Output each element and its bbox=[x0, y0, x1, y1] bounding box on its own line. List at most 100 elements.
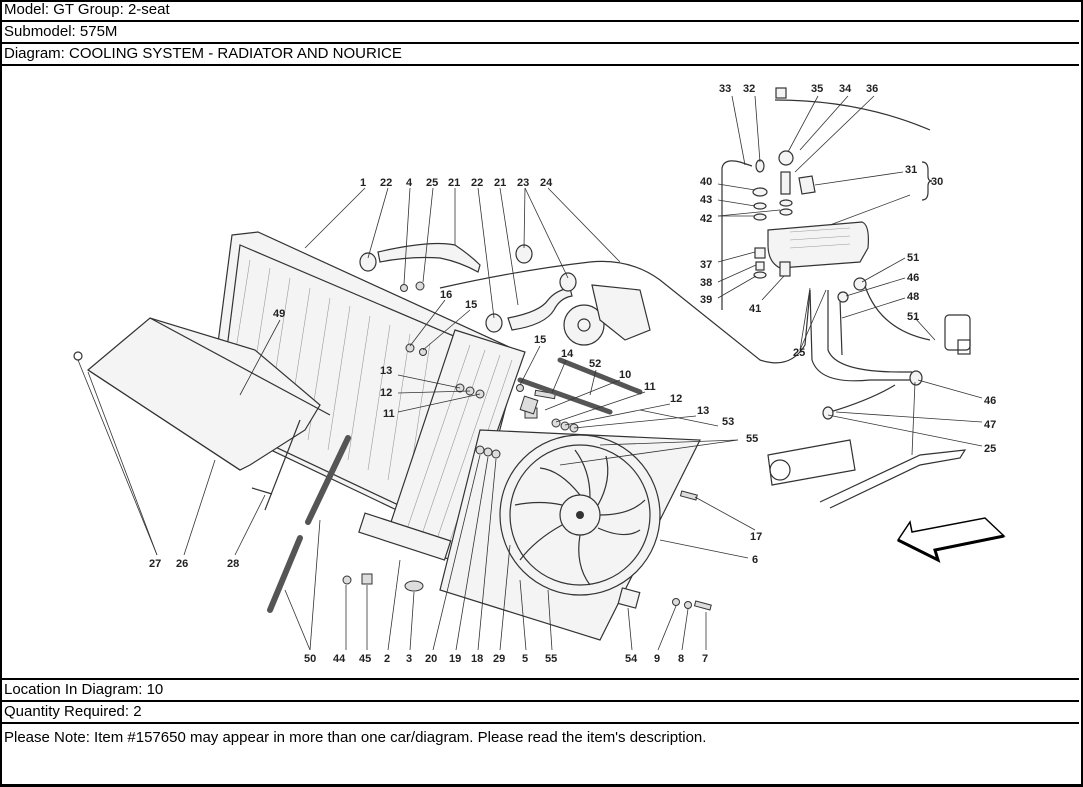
callout: 40 bbox=[700, 176, 712, 188]
callout: 4 bbox=[406, 177, 413, 189]
callout: 48 bbox=[907, 291, 919, 303]
callout: 15 bbox=[465, 299, 477, 311]
upper-hose bbox=[377, 242, 481, 273]
callout: 26 bbox=[176, 558, 188, 570]
callout: 55 bbox=[746, 433, 758, 445]
callout: 20 bbox=[425, 653, 437, 665]
rubber-strip bbox=[267, 535, 303, 613]
submodel-row: Submodel: 575M bbox=[0, 22, 1079, 44]
direction-arrow bbox=[896, 517, 1006, 563]
callout: 6 bbox=[752, 554, 758, 566]
callout: 21 bbox=[494, 177, 506, 189]
callout: 54 bbox=[625, 653, 638, 665]
model-row: Model: GT Group: 2-seat bbox=[0, 0, 1079, 22]
hose-clamp bbox=[822, 406, 834, 420]
parts-diagram: 1 22 4 25 21 22 21 23 24 16 15 15 14 52 … bbox=[0, 66, 1079, 678]
callout: 7 bbox=[702, 653, 708, 665]
callout: 39 bbox=[700, 294, 712, 306]
callout: 15 bbox=[534, 334, 546, 346]
callout: 25 bbox=[426, 177, 438, 189]
hose-clamp bbox=[559, 272, 577, 292]
callout: 11 bbox=[644, 381, 656, 393]
callout: 5 bbox=[522, 653, 528, 665]
callout: 22 bbox=[380, 177, 392, 189]
callout: 13 bbox=[697, 405, 709, 417]
callout: 18 bbox=[471, 653, 483, 665]
hose-47 bbox=[829, 384, 896, 413]
callout: 53 bbox=[722, 416, 734, 428]
callout: 33 bbox=[719, 83, 731, 95]
callout: 19 bbox=[449, 653, 461, 665]
callout: 34 bbox=[839, 83, 852, 95]
callout: 32 bbox=[743, 83, 755, 95]
rubber-strip bbox=[305, 435, 351, 525]
location-row: Location In Diagram: 10 bbox=[0, 680, 1079, 702]
callout: 52 bbox=[589, 358, 601, 370]
water-manifold bbox=[767, 439, 967, 509]
cooling-system-diagram: 1 22 4 25 21 22 21 23 24 16 15 15 14 52 … bbox=[73, 83, 1006, 665]
callout: 51 bbox=[907, 311, 919, 323]
callout: 10 bbox=[619, 369, 631, 381]
hose-clamp bbox=[853, 277, 867, 291]
callout: 27 bbox=[149, 558, 161, 570]
callout: 8 bbox=[678, 653, 684, 665]
callout: 17 bbox=[750, 531, 762, 543]
callout: 51 bbox=[907, 252, 919, 264]
callout: 23 bbox=[517, 177, 529, 189]
callout: 24 bbox=[540, 177, 553, 189]
callout: 43 bbox=[700, 194, 712, 206]
callout: 55 bbox=[545, 653, 557, 665]
quantity-row: Quantity Required: 2 bbox=[0, 702, 1079, 724]
callout: 42 bbox=[700, 213, 712, 225]
air-deflector bbox=[73, 317, 331, 511]
group-bracket bbox=[921, 161, 933, 201]
callout: 3 bbox=[406, 653, 412, 665]
tank-hose bbox=[809, 289, 910, 382]
callout-labels: 1 22 4 25 21 22 21 23 24 16 15 15 14 52 … bbox=[149, 83, 996, 665]
hose-48 bbox=[839, 299, 843, 356]
callout: 2 bbox=[384, 653, 390, 665]
callout: 46 bbox=[907, 272, 919, 284]
callout: 49 bbox=[273, 308, 285, 320]
callout: 28 bbox=[227, 558, 239, 570]
callout: 25 bbox=[984, 443, 996, 455]
note-row: Please Note: Item #157650 may appear in … bbox=[4, 729, 707, 746]
callout: 12 bbox=[380, 387, 392, 399]
tank-hose bbox=[827, 290, 912, 373]
callout: 29 bbox=[493, 653, 505, 665]
callout: 36 bbox=[866, 83, 878, 95]
callout: 50 bbox=[304, 653, 316, 665]
callout: 35 bbox=[811, 83, 823, 95]
callout: 38 bbox=[700, 277, 712, 289]
coolant-pipe bbox=[439, 260, 811, 364]
callout: 30 bbox=[931, 176, 943, 188]
callout: 44 bbox=[333, 653, 346, 665]
expansion-tank bbox=[721, 87, 931, 310]
thermostat-housing bbox=[944, 314, 971, 355]
callout: 41 bbox=[749, 303, 761, 315]
hose-clamp bbox=[909, 370, 923, 386]
callout: 46 bbox=[984, 395, 996, 407]
callout: 31 bbox=[905, 164, 917, 176]
divider bbox=[0, 678, 1079, 680]
callout: 25 bbox=[793, 347, 805, 359]
callout: 37 bbox=[700, 259, 712, 271]
electric-fan bbox=[439, 429, 701, 641]
diagram-title-row: Diagram: COOLING SYSTEM - RADIATOR AND N… bbox=[0, 44, 1079, 66]
callout: 11 bbox=[383, 408, 395, 420]
water-pump bbox=[563, 284, 651, 346]
hose-clamp bbox=[837, 291, 849, 303]
heater-hose bbox=[864, 285, 931, 341]
callout: 1 bbox=[360, 177, 366, 189]
callout: 13 bbox=[380, 365, 392, 377]
callout: 9 bbox=[654, 653, 660, 665]
lower-hose bbox=[507, 287, 573, 331]
condenser bbox=[358, 329, 526, 561]
callout: 22 bbox=[471, 177, 483, 189]
rubber-pad bbox=[557, 357, 643, 395]
rubber-pad bbox=[517, 377, 613, 415]
callout: 14 bbox=[561, 348, 574, 360]
callout: 16 bbox=[440, 289, 452, 301]
hose-clamp bbox=[485, 313, 503, 333]
callout: 21 bbox=[448, 177, 460, 189]
